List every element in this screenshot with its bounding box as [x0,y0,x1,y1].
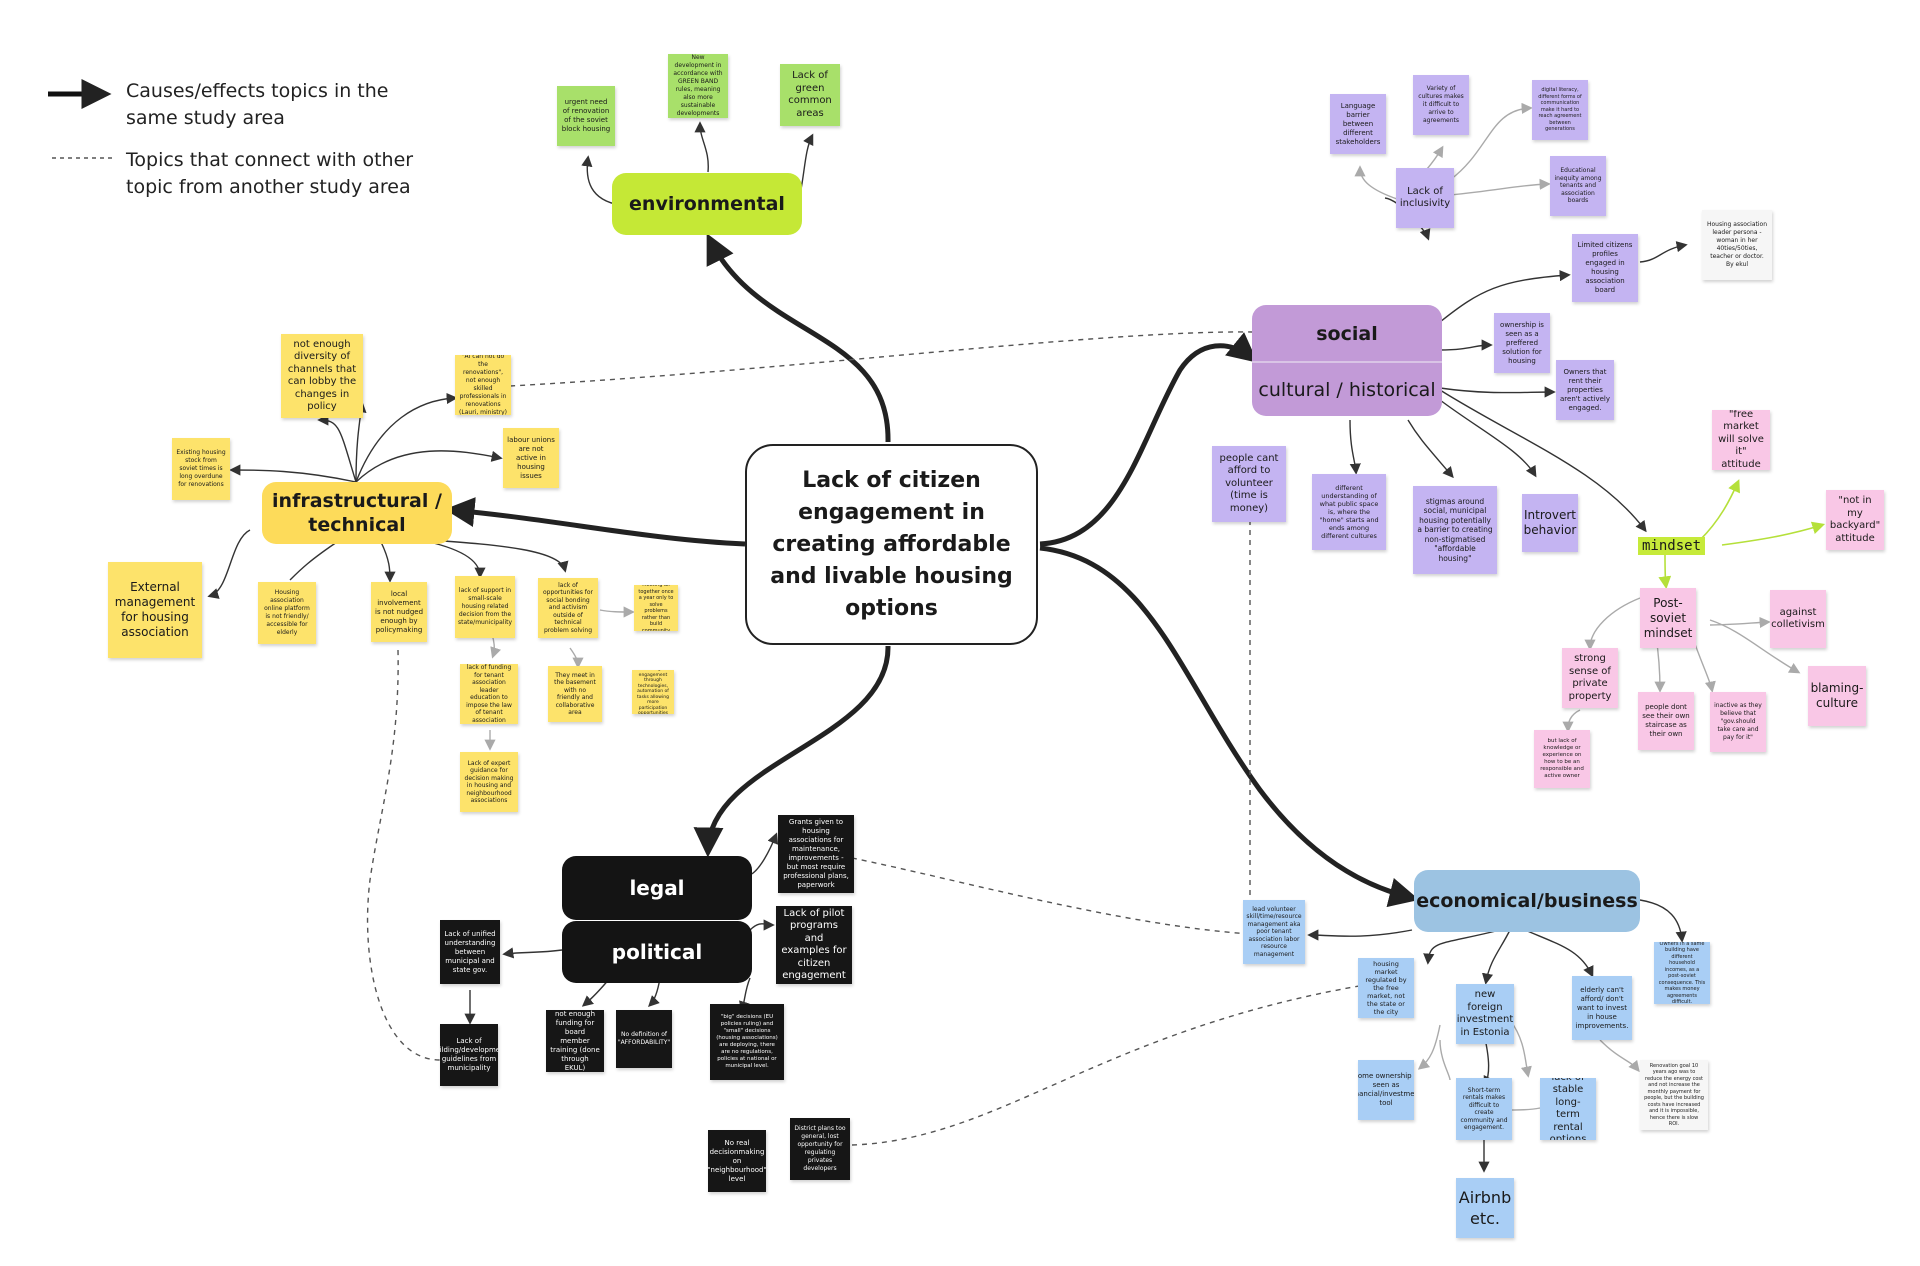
note-infrastructural: labour unions are not active in housing … [503,428,559,488]
note-economical: Short-term rentals makes difficult to cr… [1456,1078,1512,1140]
note-mindset: but lack of knowledge or experience on h… [1534,730,1590,788]
note-infrastructural: local involvement is not nudged enough b… [371,582,427,642]
note-environmental: New development in accordance with GREEN… [668,54,728,118]
arrow-center-to-environmental [706,233,891,443]
note-infrastructural: "AI can not do the renovations", not eno… [455,355,511,415]
note-political: District plans too general, lost opportu… [790,1118,850,1180]
note-environmental: urgent need of renovation of the soviet … [557,86,615,146]
note-social: ownership is seen as a preffered solutio… [1494,313,1550,373]
note-infrastructural: lack of funding for tenant association l… [460,664,518,724]
hub-mindset: mindset [1638,537,1706,555]
note-political: No definition of "AFFORDABILITY" [616,1010,672,1068]
note-mindset: "not in my backyard" attitude [1826,490,1884,550]
note-infrastructural: External management for housing associat… [108,562,202,658]
note-legal: Lack of pilot programs and examples for … [776,906,852,984]
note-mindset: against colletivism [1770,590,1826,648]
note-infrastructural: not enough diversity of channels that ca… [281,334,363,418]
note-mindset: blaming-culture [1808,666,1866,726]
note-social: Owners that rent their properties aren't… [1556,360,1614,420]
note-social: Language barrier between different stake… [1330,94,1386,154]
note-legal: Grants given to housing associations for… [778,815,854,893]
note-infrastructural: They meet in the basement with no friend… [548,666,602,722]
note-social: Variety of cultures makes it difficult t… [1413,75,1469,135]
note-social: Introvert behavior [1522,494,1578,552]
note-social: Limited citizens profiles engaged in hou… [1572,234,1638,302]
note-infrastructural: better digital engagement through techno… [632,670,674,714]
note-social: Lack of inclusivity [1396,168,1454,228]
note-social: stigmas around social, municipal housing… [1413,486,1497,574]
note-infrastructural: Existing housing stock from soviet times… [172,438,230,500]
hub-environmental: environmental [612,173,802,235]
note-economical: lead volunteer skill/time/resource manag… [1243,900,1305,964]
note-economical: Owners in a same building have different… [1654,942,1710,1004]
dashed-political-economical [851,984,1366,1146]
dashed-legal-economical [851,857,1251,935]
hub-political: political [562,921,752,983]
note-economical: housing market regulated by the free mar… [1358,958,1414,1018]
hub-cultural: cultural / historical [1258,378,1436,401]
note-political: not enough funding for board member trai… [546,1010,604,1072]
note-economical: Renovation goal 10 years ago was to redu… [1640,1060,1708,1130]
central-problem: Lack of citizen engagement in creating a… [745,444,1038,645]
arrow-center-to-infrastructural [444,497,746,547]
note-infrastructural: Lack of expert guidance for decision mak… [460,752,518,812]
note-social: digital literacy, different forms of com… [1532,80,1588,140]
hub-social: social [1316,323,1378,345]
note-political: "big" decisions (EU policies ruling) and… [710,1004,784,1080]
note-economical: elderly can't afford/ don't want to inve… [1572,976,1632,1040]
note-social: Housing association leader persona - wom… [1702,210,1772,280]
note-political: Lack of unified understanding between mu… [440,920,500,984]
hub-social-cultural: social cultural / historical [1252,305,1442,416]
note-economical: lack of stable long-term rental options [1540,1078,1596,1140]
note-economical: Airbnb etc. [1456,1178,1514,1238]
note-social: people cant afford to volunteer (time is… [1212,446,1286,522]
note-infrastructural: Housing association online platform is n… [258,582,316,644]
note-environmental: Lack of green common areas [780,64,840,126]
hub-legal: legal [562,856,752,920]
note-mindset: "free market will solve it" attitude [1712,410,1770,470]
note-mindset: inactive as they believe that "gov.shoul… [1710,692,1766,752]
arrow-center-to-economical [1039,545,1420,908]
note-social: different understanding of what public s… [1312,474,1386,550]
dashed-social-infra [509,331,1254,387]
note-political: Lack of building/development guidelines … [440,1024,498,1086]
note-mindset: people dont see their own staircase as t… [1638,692,1694,750]
note-mindset: strong sense of private property [1562,648,1618,708]
arrow-center-to-social [1039,332,1258,547]
legend-causes-text: Causes/effects topics in the same study … [126,80,389,129]
note-mindset: Post-soviet mindset [1640,588,1696,648]
note-political: No real decisionmaking on "neighbourhood… [708,1130,766,1192]
note-economical: Home ownership is seen as financial/inve… [1358,1060,1414,1120]
dashed-infra-political [366,649,441,1061]
legend-connections-text: Topics that connect with other topic fro… [126,149,414,198]
note-economical: new foreign investment in Estonia [1456,984,1514,1044]
note-social: Educational inequity among tenants and a… [1550,156,1606,216]
note-infrastructural: Meeting all together once a year only to… [634,585,678,631]
arrow-center-to-legal [693,645,891,858]
note-infrastructural: lack of opportunities for social bonding… [538,578,598,638]
hub-infrastructural: infrastructural / technical [262,482,452,544]
hub-divider [1252,361,1442,363]
note-infrastructural: lack of support in small-scale housing r… [455,576,515,638]
hub-economical: economical/business [1414,870,1640,932]
